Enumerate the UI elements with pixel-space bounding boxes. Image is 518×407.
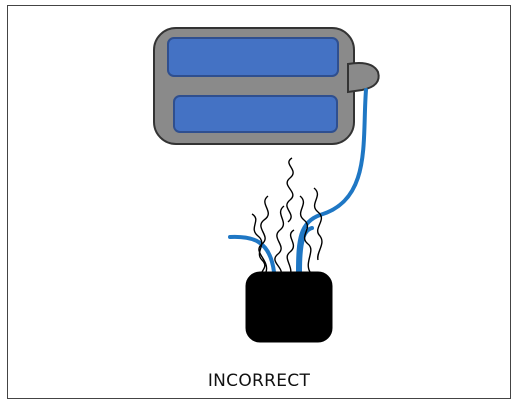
electrical-outlet-icon bbox=[245, 271, 333, 343]
power-cord-middle bbox=[298, 226, 314, 274]
power-cord-left bbox=[228, 234, 276, 274]
smoke-icon bbox=[251, 157, 323, 277]
diagram-caption: INCORRECT bbox=[207, 371, 311, 391]
power-cord-device bbox=[296, 88, 368, 274]
upper-slot bbox=[167, 37, 339, 77]
lower-slot bbox=[173, 95, 338, 133]
plug-icon bbox=[347, 62, 380, 94]
toaster-device-icon bbox=[153, 27, 355, 145]
